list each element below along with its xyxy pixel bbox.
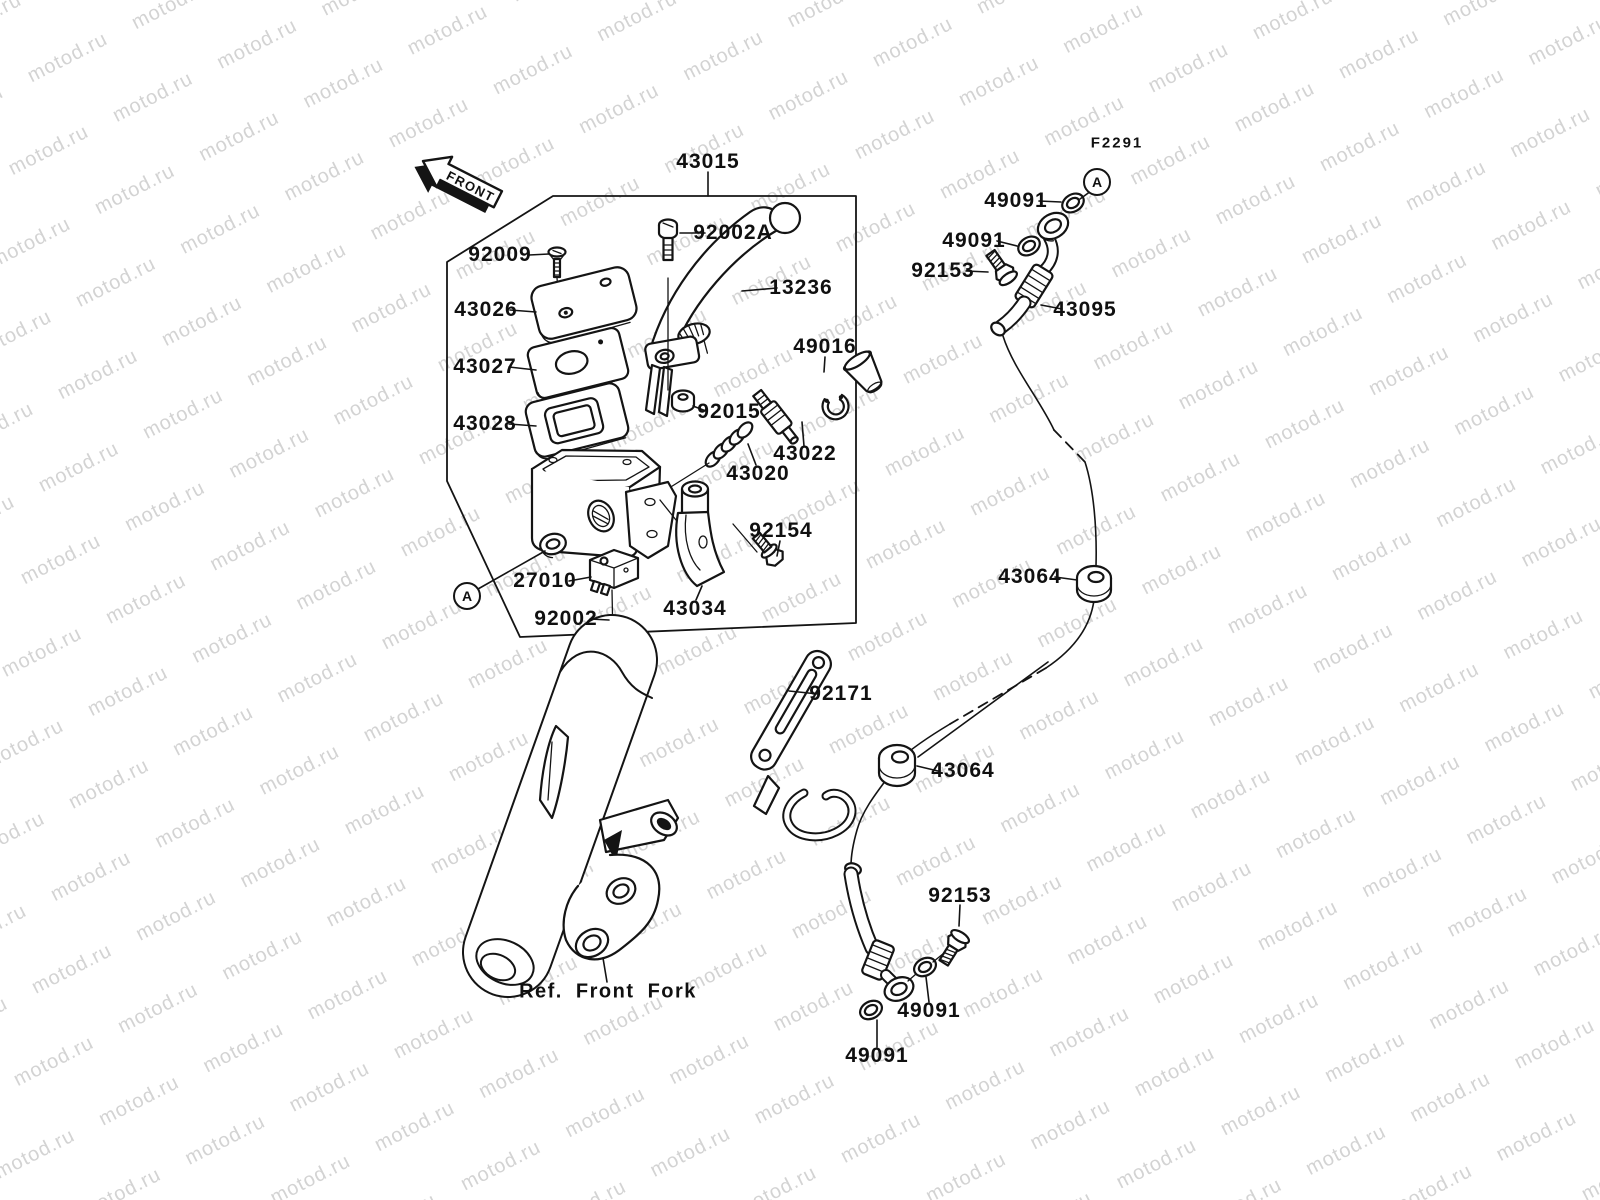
assembly-line: [659, 499, 677, 521]
brake-lever-13236: [644, 201, 802, 418]
hose-lower: [843, 862, 899, 988]
washer-49091-top1: [1061, 192, 1085, 214]
bolt-axis-line: [732, 523, 758, 553]
banjo-fitting-top: [1036, 211, 1070, 242]
boot-49016: [842, 350, 883, 394]
clamp-43034: [675, 480, 726, 588]
detail-marker-a-top: A: [1083, 168, 1111, 196]
bolt-92153-bottom: [938, 928, 971, 967]
gasket-43028: [524, 382, 630, 460]
spring: [704, 421, 754, 468]
bolt-axis-line: [907, 952, 945, 982]
holder-bracket: [624, 480, 678, 560]
front-fork: [462, 614, 680, 998]
grommet-43064-upper: [1075, 564, 1113, 604]
washer-49091-bottom1: [912, 956, 938, 978]
leader-lines: [477, 171, 1092, 1048]
bracket-92171: [750, 649, 857, 842]
circlip-43022: [821, 393, 850, 421]
front-direction-arrow: FRONT: [414, 155, 504, 214]
grommet-43064-lower: [877, 743, 917, 788]
bolt-92154: [751, 531, 784, 567]
bolt-92153-top: [985, 248, 1018, 287]
enclosure-box: [446, 195, 857, 638]
switch-27010: [588, 548, 640, 597]
screw-92002a: [657, 218, 679, 262]
piston-43020: [752, 388, 799, 445]
nut-92015: [670, 389, 696, 413]
detail-marker-a-left: A: [453, 582, 481, 610]
washer-49091-top2: [1017, 235, 1041, 257]
screw-92009: [547, 246, 567, 279]
banjo-fitting-bottom: [883, 976, 915, 1002]
grommet-position-line: [917, 661, 1049, 758]
washer-49091-bottom2: [858, 999, 884, 1021]
